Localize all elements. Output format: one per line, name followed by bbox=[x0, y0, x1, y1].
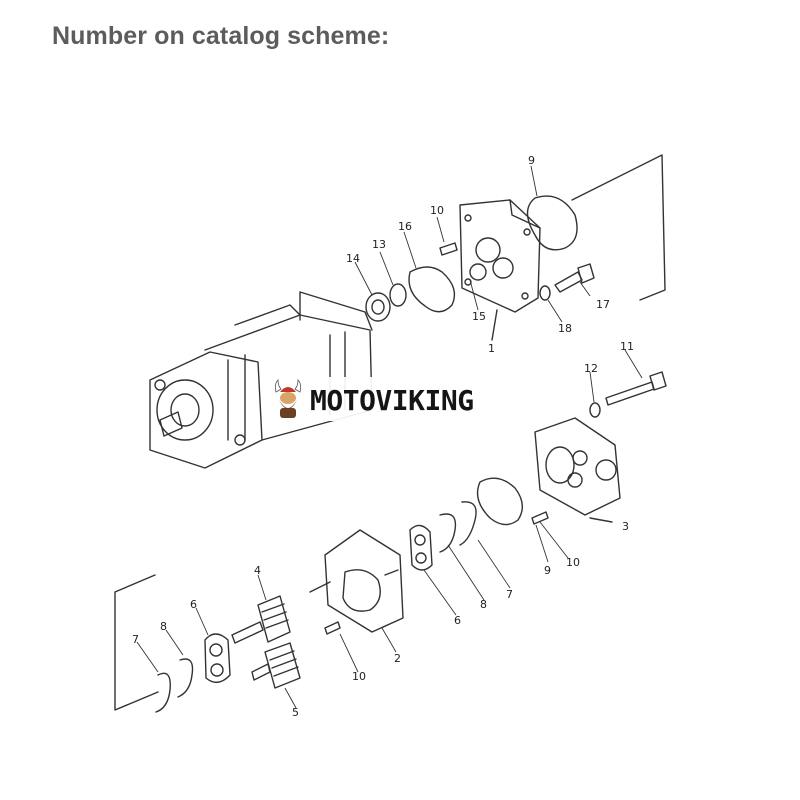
part-1-cover-plate bbox=[459, 199, 541, 341]
callout-13: 13 bbox=[372, 238, 386, 251]
callout-14: 14 bbox=[346, 252, 360, 265]
callout-1: 1 bbox=[488, 342, 495, 355]
part-7-clip-left bbox=[155, 672, 171, 713]
part-18-washer bbox=[539, 285, 551, 301]
part-10-pin-lower bbox=[324, 621, 341, 635]
part-14-bearing bbox=[365, 292, 391, 322]
callout-4: 4 bbox=[254, 564, 261, 577]
watermark-brand: MOTOVIKING bbox=[310, 384, 474, 417]
part-13-washer bbox=[389, 283, 407, 307]
part-6-bushing-left bbox=[204, 633, 231, 683]
watermark-banner bbox=[266, 377, 534, 421]
callout-16: 16 bbox=[398, 220, 412, 233]
page-title: Number on catalog scheme: bbox=[52, 22, 390, 50]
callout-9-upper: 9 bbox=[528, 154, 535, 167]
callout-10-upper: 10 bbox=[430, 204, 444, 217]
part-16-seal bbox=[408, 266, 456, 313]
part-8-clip-right bbox=[439, 513, 457, 553]
callout-17: 17 bbox=[596, 298, 610, 311]
part-9-seal-upper bbox=[526, 195, 578, 251]
part-4-drive-gear bbox=[231, 595, 291, 644]
callout-7-left: 7 bbox=[132, 633, 139, 646]
callout-2: 2 bbox=[394, 652, 401, 665]
viking-icon bbox=[274, 379, 302, 418]
callout-15: 15 bbox=[472, 310, 486, 323]
part-6-bushing-right bbox=[409, 524, 433, 571]
callout-18: 18 bbox=[558, 322, 572, 335]
callout-8-right: 8 bbox=[480, 598, 487, 611]
part-2-gear-housing bbox=[324, 529, 404, 633]
callout-6-right: 6 bbox=[454, 614, 461, 627]
part-9-seal-lower bbox=[476, 477, 523, 526]
callout-8-left: 8 bbox=[160, 620, 167, 633]
callout-10-lower: 10 bbox=[352, 670, 366, 683]
callout-11: 11 bbox=[620, 340, 634, 353]
part-17-bolt bbox=[554, 263, 595, 293]
callout-3: 3 bbox=[622, 520, 629, 533]
callout-9-lower: 9 bbox=[544, 564, 551, 577]
assembled-pump bbox=[149, 291, 373, 469]
part-10-pin-upper bbox=[439, 242, 458, 256]
callout-7-right: 7 bbox=[506, 588, 513, 601]
part-5-driven-gear bbox=[251, 642, 301, 689]
callout-5: 5 bbox=[292, 706, 299, 719]
part-7-clip-right bbox=[459, 501, 477, 546]
part-3-housing bbox=[534, 417, 621, 523]
part-8-clip-left bbox=[177, 658, 194, 698]
callout-12: 12 bbox=[584, 362, 598, 375]
part-12-washer bbox=[589, 402, 601, 418]
callout-6-left: 6 bbox=[190, 598, 197, 611]
part-10-pin-mid bbox=[531, 511, 549, 525]
callout-10-mid: 10 bbox=[566, 556, 580, 569]
part-11-bolt bbox=[605, 371, 667, 406]
